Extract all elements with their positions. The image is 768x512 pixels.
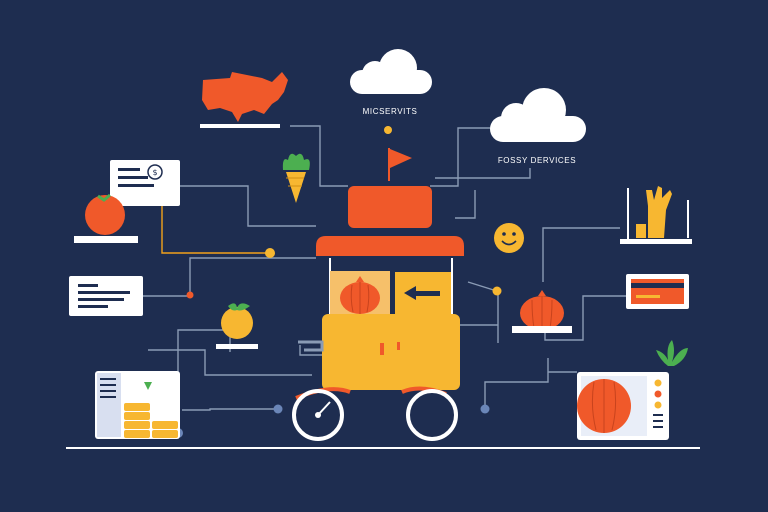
document-card-icon: $: [110, 160, 180, 206]
hand-chart-icon: [620, 186, 692, 244]
cloud-icon: [490, 88, 586, 142]
credit-card-icon: [626, 274, 689, 309]
connector-lines: [140, 125, 628, 411]
usa-map-icon: [200, 72, 288, 128]
orange-connector: [161, 200, 268, 254]
plant-icon: [656, 340, 688, 366]
food-cart-icon: [292, 186, 464, 441]
smiley-icon: [494, 223, 524, 253]
ice-cream-icon: [282, 153, 310, 203]
coins-icon: [124, 403, 178, 438]
food-services-label: FOSSY DERVICES: [498, 156, 576, 165]
orange-fruit-icon: [216, 303, 258, 349]
onion-icon: [512, 290, 572, 333]
svg-text:$: $: [152, 168, 157, 177]
cloud-icon: [350, 49, 432, 94]
flag-icon: [388, 148, 412, 181]
tomato-icon: [74, 193, 138, 243]
monitor-icon: [577, 372, 669, 440]
microservices-label: MICSERVITS: [363, 107, 418, 116]
document-card-icon: [69, 276, 143, 316]
